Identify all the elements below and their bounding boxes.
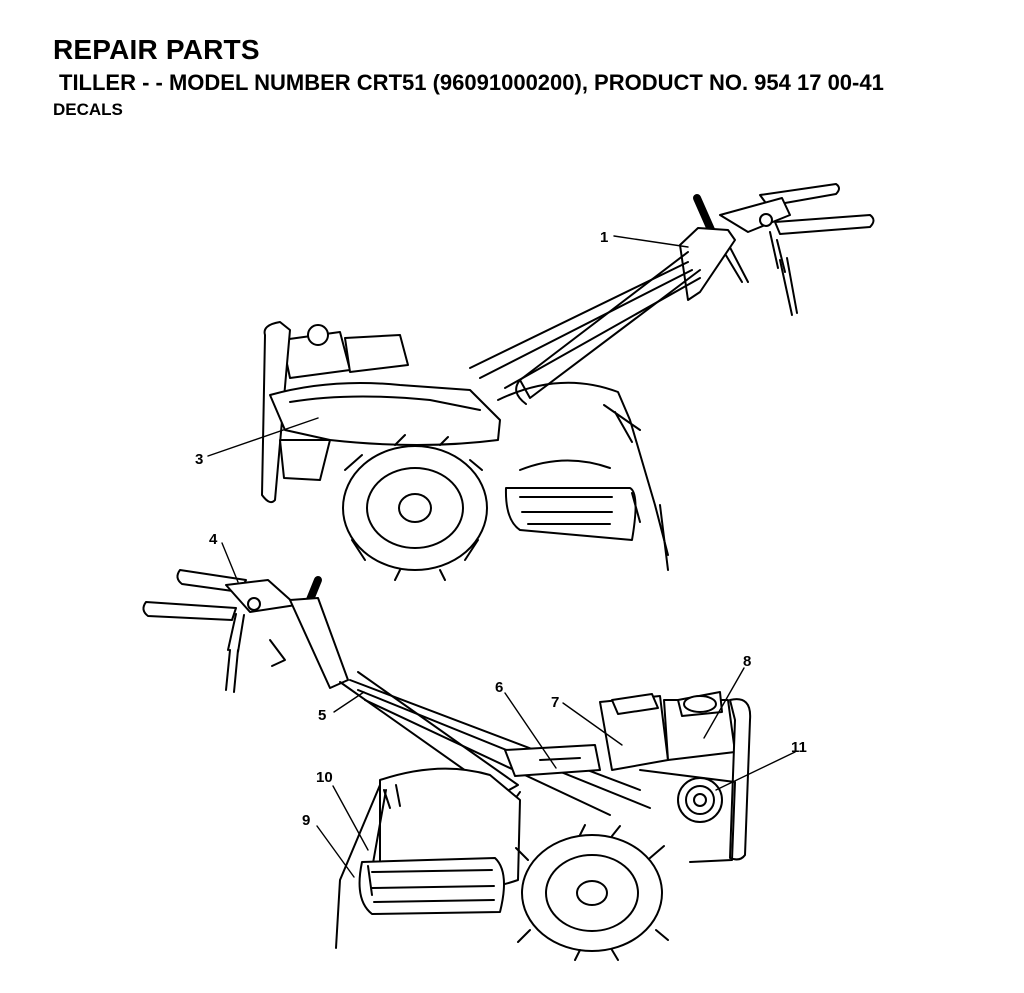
callout-9: 9 [302,812,310,829]
callout-1: 1 [600,229,608,246]
page-title: REPAIR PARTS [53,34,260,65]
callout-11: 11 [791,739,807,756]
callout-labels: 1 3 4 5 6 7 8 9 10 11 [195,229,807,829]
model-subtitle: TILLER - - MODEL NUMBER CRT51 (960910002… [59,70,884,95]
callout-5: 5 [318,707,326,724]
callout-4: 4 [209,531,218,548]
tiller-bottom-illustration [142,569,752,961]
section-label: DECALS [53,100,123,119]
tiller-top-illustration [261,183,875,581]
callout-leaders [207,235,796,878]
callout-8: 8 [743,653,751,670]
callout-7: 7 [551,694,559,711]
callout-10: 10 [316,769,333,786]
callout-6: 6 [495,679,503,696]
callout-3: 3 [195,451,203,468]
page-header: REPAIR PARTS TILLER - - MODEL NUMBER CRT… [0,0,1024,130]
